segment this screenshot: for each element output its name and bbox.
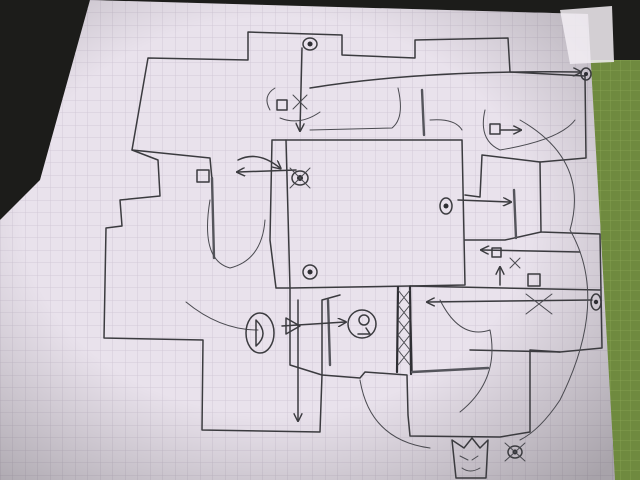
eye-icon bbox=[505, 443, 525, 461]
